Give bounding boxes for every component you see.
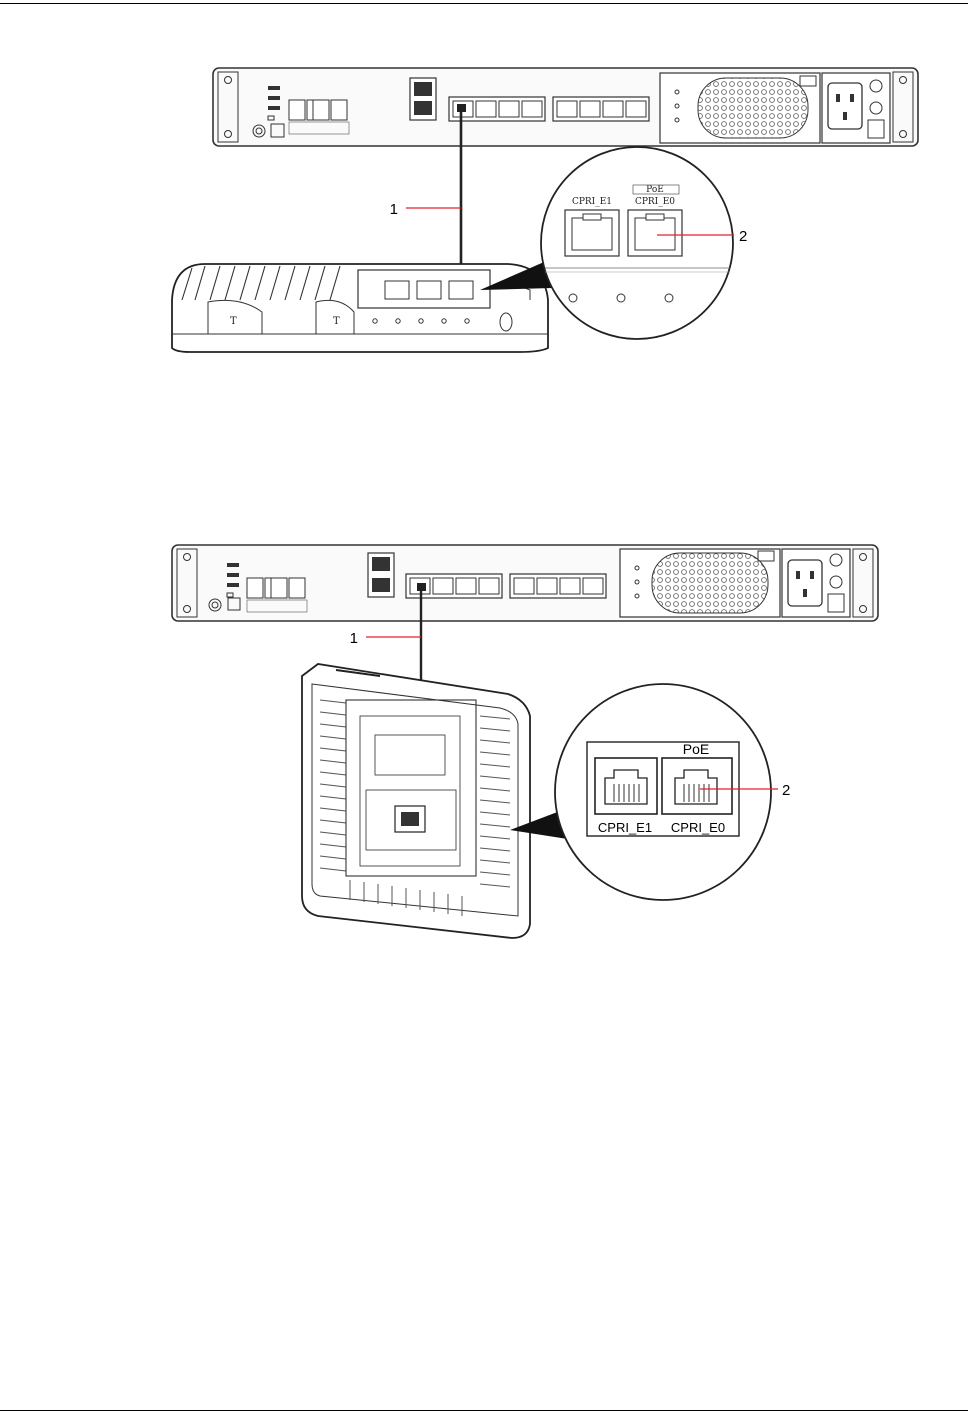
rack-unit-top [213,68,918,146]
rack-unit-bottom [172,545,878,621]
svg-text:2: 2 [782,782,790,799]
zoom-label-poe: PoE [646,185,664,195]
zoom-port-label-right-2: CPRI_E0 [671,820,725,835]
figure-2-wall-unit-connection: PoE CPRI_E1 CPRI_E0 1 2 [0,520,968,950]
wall-access-unit [302,664,530,938]
footer-rule [0,1410,968,1411]
svg-text:T: T [230,316,237,327]
svg-text:T: T [333,316,340,327]
svg-text:1: 1 [350,630,358,647]
svg-text:2: 2 [739,228,747,245]
ceiling-access-unit: T T [172,264,548,352]
zoom-label-poe-2: PoE [683,741,709,757]
callout-1-fig2: 1 [350,630,421,647]
zoom-circle-ports: PoE CPRI_E1 CPRI_E0 [541,147,733,339]
zoom-circle-ports-2: PoE CPRI_E1 CPRI_E0 [555,684,771,900]
zoom-port-label-left-2: CPRI_E1 [598,820,652,835]
svg-text:1: 1 [390,201,398,218]
callout-1: 1 [390,201,461,218]
figure-1-ceiling-unit-connection: T T PoE CPRI_E1 CPRI_E0 1 [0,0,968,380]
zoom-port-label-left: CPRI_E1 [572,197,612,207]
zoom-port-label-right: CPRI_E0 [635,197,675,207]
